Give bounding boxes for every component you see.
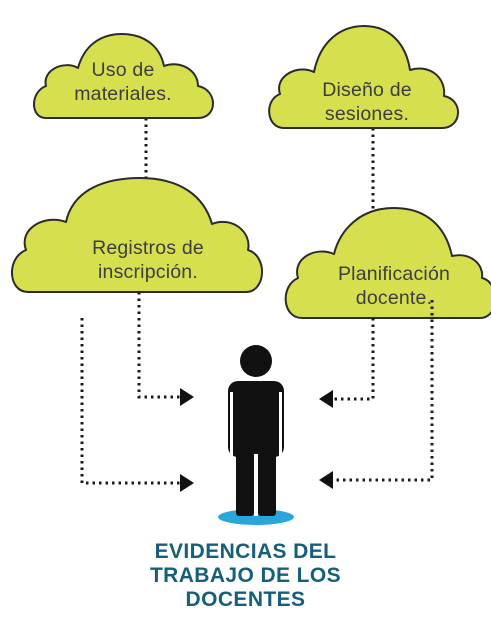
cloud-uso-de-materiales — [33, 33, 214, 119]
cloud-label-line: docente. — [355, 287, 433, 309]
cloud-label-uso-de-materiales: Uso de materiales. — [38, 58, 208, 106]
cloud-label-line: sesiones. — [324, 103, 410, 125]
connector-registros-upper — [137, 292, 180, 399]
connector-planificacion-upper — [333, 318, 375, 401]
cloud-label-line: materiales. — [74, 83, 172, 105]
cloud-label-line: Uso de — [91, 59, 155, 81]
cloud-planificacion-docente — [284, 207, 491, 319]
caption-line: TRABAJO DE LOS — [149, 564, 342, 587]
cloud-label-line: inscripción. — [98, 261, 198, 283]
caption: EVIDENCIAS DEL TRABAJO DE LOS DOCENTES — [0, 540, 491, 612]
cloud-label-line: Registros de — [92, 237, 204, 259]
arrowhead-right-upper — [319, 390, 333, 408]
person-icon — [218, 345, 294, 525]
caption-line: EVIDENCIAS DEL — [154, 540, 337, 563]
cloud-label-registros-de-inscripcion: Registros de inscripción. — [56, 236, 240, 284]
cloud-label-diseno-de-sesiones: Diseño de sesiones. — [287, 78, 447, 126]
connectors-right — [333, 300, 434, 482]
cloud-label-line: Planificación — [337, 263, 451, 285]
caption-line: DOCENTES — [185, 588, 306, 611]
arrowhead-right-lower — [319, 471, 333, 489]
cloud-label-planificacion-docente: Planificación docente. — [306, 262, 482, 310]
connectors-left — [80, 292, 180, 485]
cloud-registros-de-inscripcion — [11, 177, 263, 293]
arrowhead-left-upper — [180, 388, 194, 406]
cloud-diseno-de-sesiones — [268, 25, 459, 129]
cloud-label-line: Diseño de — [322, 79, 412, 101]
arrowhead-left-lower — [180, 474, 194, 492]
connector-registros-lower — [80, 318, 180, 485]
connector-planificacion-lower — [333, 300, 434, 482]
